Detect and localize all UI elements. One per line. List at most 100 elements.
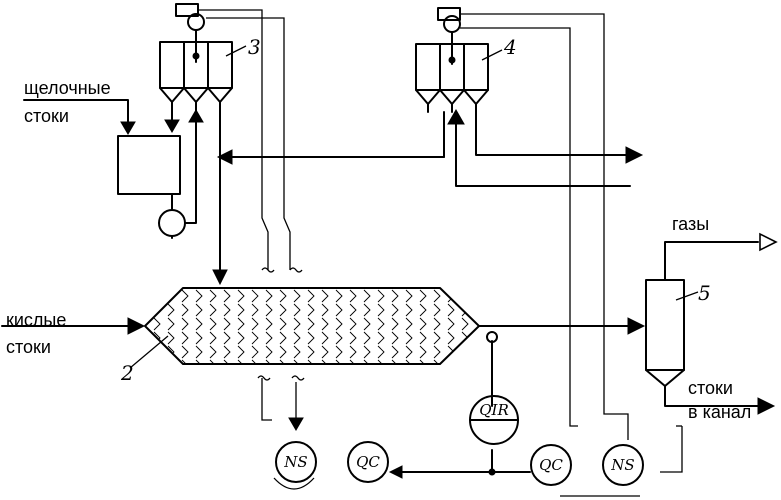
hatch-mark <box>167 359 175 364</box>
hatch-mark <box>447 317 455 331</box>
hatch-mark <box>223 331 231 345</box>
hatch-mark <box>167 331 175 345</box>
hatch-mark <box>391 331 399 345</box>
hatch-mark <box>293 359 301 364</box>
hatch-mark <box>153 317 161 331</box>
hatch-mark <box>145 345 147 359</box>
hatch-mark <box>307 331 315 345</box>
hatch-mark <box>153 359 161 364</box>
hatch-mark <box>391 317 399 331</box>
hatch-mark <box>377 359 385 364</box>
hatch-mark <box>335 303 343 317</box>
hatch-mark <box>447 331 455 345</box>
alkaline-label-1: щелочные <box>24 78 111 98</box>
hatch-mark <box>363 359 371 364</box>
outflow-label-1: стоки <box>688 378 733 398</box>
hatch-mark <box>335 289 343 303</box>
qc-right-label: QC <box>539 456 563 474</box>
hatch-mark <box>405 345 413 359</box>
instrument-ns-right <box>602 444 644 486</box>
hatch-mark <box>363 317 371 331</box>
hatch-mark <box>251 345 259 359</box>
ns-left-label: NS <box>283 453 307 471</box>
hatch-mark <box>265 317 273 331</box>
hatch-mark <box>251 289 259 303</box>
qc-left-label: QC <box>356 453 380 471</box>
hatch-mark <box>475 331 479 345</box>
hatch-mark <box>419 345 427 359</box>
hopper-left <box>159 3 247 113</box>
hatch-mark <box>391 303 399 317</box>
hatch-mark <box>377 303 385 317</box>
hatch-mark <box>145 331 147 345</box>
hatch-mark <box>349 317 357 331</box>
hatch-mark <box>145 289 147 303</box>
hatch-mark <box>419 359 427 364</box>
hatch-mark <box>377 345 385 359</box>
hatch-mark <box>237 331 245 345</box>
hatch-mark <box>405 359 413 364</box>
hatch-mark <box>419 317 427 331</box>
hatch-mark <box>405 303 413 317</box>
hatch-mark <box>251 317 259 331</box>
ns-right-label: NS <box>610 456 634 474</box>
hatch-mark <box>209 289 217 303</box>
hatch-mark <box>349 303 357 317</box>
hatch-mark <box>461 359 469 364</box>
hatch-mark <box>433 317 441 331</box>
hatch-mark <box>405 317 413 331</box>
hatch-mark <box>475 289 479 303</box>
hatch-mark <box>307 359 315 364</box>
hatch-mark <box>195 289 203 303</box>
hatch-mark <box>419 303 427 317</box>
hatch-mark <box>265 331 273 345</box>
alkaline-label-2: стоки <box>24 106 69 126</box>
hatch-mark <box>279 331 287 345</box>
hatch-mark <box>335 359 343 364</box>
hatch-mark <box>181 331 189 345</box>
hatch-mark <box>307 317 315 331</box>
hatch-mark <box>223 289 231 303</box>
hatch-mark <box>181 345 189 359</box>
hatch-mark <box>321 331 329 345</box>
hatch-mark <box>167 303 175 317</box>
hatch-mark <box>209 345 217 359</box>
hatch-mark <box>237 359 245 364</box>
hatch-mark <box>251 359 259 364</box>
hatch-mark <box>363 303 371 317</box>
hatch-mark <box>419 289 427 303</box>
hatch-mark <box>265 303 273 317</box>
acid-label-2: стоки <box>6 337 51 357</box>
hatch-mark <box>251 303 259 317</box>
outflow-label-2: в канал <box>688 402 751 422</box>
hatch-mark <box>377 331 385 345</box>
hatch-mark <box>433 345 441 359</box>
hatch-mark <box>209 303 217 317</box>
hatch-mark <box>223 317 231 331</box>
instrument-qc-right <box>530 444 572 486</box>
hatch-mark <box>181 317 189 331</box>
hatch-mark <box>461 317 469 331</box>
hatch-mark <box>363 345 371 359</box>
instrument-qc-left <box>347 441 389 483</box>
hatch-mark <box>377 317 385 331</box>
hatch-mark <box>293 303 301 317</box>
hatch-mark <box>321 345 329 359</box>
qir-label: QIR <box>479 401 509 419</box>
packing-hatch <box>145 289 479 364</box>
mixing-tank <box>117 109 204 239</box>
hatch-mark <box>293 317 301 331</box>
hatch-mark <box>307 345 315 359</box>
label-3: 3 <box>248 35 261 59</box>
label-4: 4 <box>503 35 517 59</box>
hatch-mark <box>195 359 203 364</box>
hatch-mark <box>307 289 315 303</box>
hatch-mark <box>293 345 301 359</box>
acid-label-1: кислые <box>6 310 66 330</box>
instrument-ns-left <box>275 441 317 483</box>
hatch-mark <box>209 331 217 345</box>
hatch-mark <box>195 331 203 345</box>
hatch-mark <box>145 359 147 364</box>
hatch-mark <box>433 303 441 317</box>
